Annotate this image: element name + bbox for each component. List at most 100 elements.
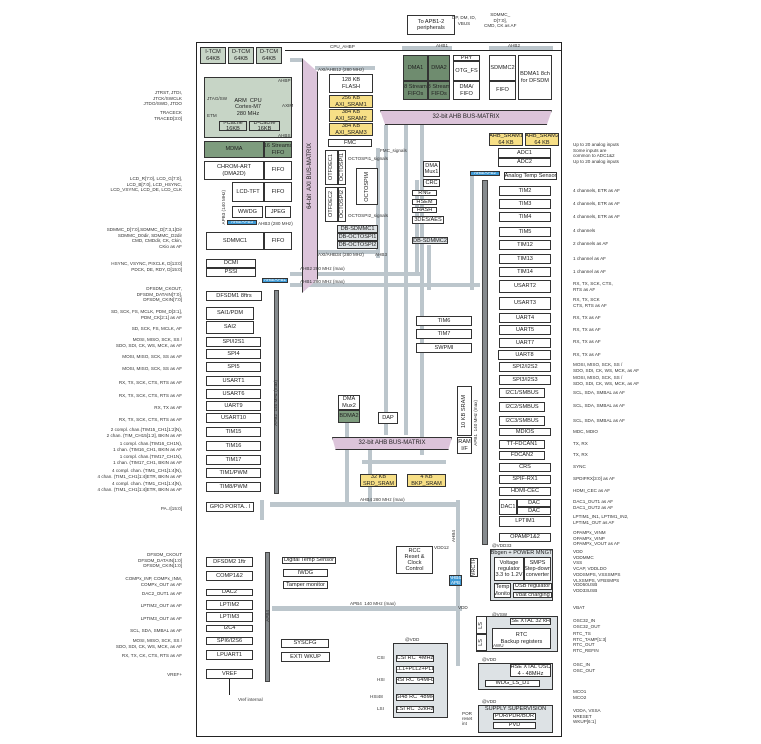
pin-label-i2c1: SCL, SDA, SMBAL as AF: [573, 390, 625, 395]
bus-label-awu: AWU: [493, 643, 504, 648]
block-i2c1: I2C1/SMBUS: [499, 388, 545, 398]
bus-line: [316, 250, 378, 254]
block-csi: CSI RC 4MHz: [396, 655, 434, 662]
bus-label-vsw: @VSW: [492, 612, 508, 617]
block-label: VREF: [222, 670, 237, 677]
block-bdma1: BDMA1 8ch for DFSDM: [518, 55, 552, 100]
block-label: IWDG: [297, 569, 314, 576]
block-label: AHB/APB2: [473, 171, 496, 176]
pin-label-spdif: SPDIFRX[3:0] as AF: [573, 476, 615, 481]
bus-label-hsi: HSI: [377, 677, 385, 682]
block-label: DMA Mux2: [342, 396, 356, 409]
block-label: COMP1&2: [216, 572, 243, 579]
block-label: SPI2/I2S2: [512, 363, 538, 370]
block-tim5: TIM5: [499, 227, 551, 237]
block-label: 4 KB BKP_SRAM: [411, 474, 442, 487]
pin-label-usart2: RX, TX, SCK, CTS, RTS as AF: [573, 281, 613, 292]
block-adc2: ADC2: [498, 158, 551, 167]
block-label: SPI5: [227, 363, 240, 370]
block-usart10: USART10: [206, 413, 261, 423]
block-label: OPAMP1&2: [510, 534, 540, 541]
block-tim2: TIM2: [499, 186, 551, 196]
block-label: UART5: [515, 326, 535, 333]
block-label: AHB4/ APB: [449, 575, 462, 585]
pin-label-hdmi: HDMI_CEC as AF: [573, 488, 611, 493]
bus-line: [290, 272, 420, 276]
block-hsem: HSEM: [412, 199, 437, 205]
block-otg: OTG_FS: [453, 61, 480, 81]
block-label: SPI4: [227, 350, 240, 357]
block-fdcan2: FDCAN2: [499, 451, 545, 460]
block-apb4br: AHB4/ APB: [449, 575, 462, 586]
block-icache: I-Cache 16KB: [219, 121, 247, 131]
bus-label-axiahb12: AXI/AHB12 (280 MHz): [318, 67, 364, 72]
block-label: FDCAN2: [510, 452, 534, 459]
block-dbsdmmc1: DB-SDMMC1: [337, 225, 378, 233]
block-mdmafifo: 16 Streams FIFO: [264, 141, 292, 158]
bus-line: [270, 502, 460, 507]
block-por: POR/PDR/BOR: [493, 713, 536, 720]
block-label: 256 KB AXI_SRAM1: [335, 95, 367, 108]
pin-label-rtc: RTC_TS RTC_TAMP[1:3] RTC_OUT RTC_REFIN: [573, 631, 607, 654]
block-label: PHY: [460, 55, 473, 61]
block-octospim: OCTOSPIM: [356, 168, 378, 205]
block-ahbsram1: AHB_SRAM1 64 KB: [489, 133, 523, 146]
block-label: USART1: [222, 377, 245, 384]
pin-label-i2c3: SCL, SDA, SMBAL as AF: [573, 418, 625, 423]
block-label: MDIOS: [515, 428, 535, 435]
block-hdmi: HDMI-CEC: [499, 487, 551, 496]
block-label: DB-SDMMC2: [413, 238, 447, 244]
pin-label-uart4: RX, TX as AF: [573, 315, 601, 320]
block-label: SPI3/I2S3: [512, 376, 538, 383]
block-label: RNG: [418, 190, 431, 196]
block-label: CSI RC 4MHz: [396, 655, 434, 662]
block-hash: HASH: [412, 207, 437, 213]
block-dma1: DMA1: [403, 55, 428, 81]
block-label: TIM13: [517, 255, 533, 262]
block-lcd: LCD-TFT: [232, 182, 264, 202]
pin-label-fdcan1: TX, RX: [573, 441, 588, 446]
block-label: FIFO: [271, 188, 285, 195]
block-label: Digital Temp Sensor: [284, 557, 334, 564]
pin-label-lpuart1: RX, TX, CK, CTS, RTS as AF: [121, 653, 182, 658]
block-sai2: SAI2: [206, 321, 254, 334]
bus-label-ahb3: AHB3: [375, 252, 388, 257]
block-sdmmc2: SDMMC2: [489, 55, 516, 81]
pin-label-dfsdm1: DFSDM_CKOUT, DFSDM_DATAIN[7:0], DFSDM_CK…: [136, 286, 182, 303]
block-sdmmc1fifo: FIFO: [264, 232, 292, 250]
block-dac1a: DAC: [517, 499, 551, 507]
bus-line: [456, 500, 460, 600]
block-label: AHB/APB3: [230, 220, 253, 225]
block-label: TIM3: [518, 200, 532, 207]
block-uart8: UART8: [498, 350, 551, 360]
block-label: I-Cache 16KB: [223, 121, 243, 131]
bus-label-oct1sig: OCTOSPI1_signals: [348, 156, 389, 161]
pin-label-usart3: RX, TX, SCK CTS, RTS as AF: [573, 297, 607, 308]
bus-label-fmcsig: FMC_signals: [380, 148, 407, 153]
block-label: LPTIM3: [219, 613, 240, 620]
block-label: SUPPLY SUPERVISION: [484, 706, 547, 712]
block-uart7: UART7: [499, 338, 551, 348]
pin-label-tim17: 1 compl. chan.(TIM17_CH1N), 1 chan. (TIM…: [113, 454, 182, 465]
block-label: SWPMI: [434, 344, 454, 351]
pin-label-osc32: OSC32_IN OSC32_OUT: [573, 618, 601, 629]
pin-label-sai1: SD, SCK, FS, MCLK, PDM_D[3:1], PDM_CK[2:…: [111, 309, 182, 320]
bus-label-oct2sig: OCTOSPI2_signals: [348, 213, 389, 218]
block-label: DAC: [528, 507, 540, 514]
block-label: RAM I/F: [458, 439, 471, 452]
bus-line: [415, 180, 419, 276]
block-tempmon: Temp Monitor: [494, 583, 511, 598]
block-octospi2: OCTOSPI2: [338, 187, 346, 222]
block-spi1: SPI/I2S1: [206, 337, 261, 347]
block-label: HDMI-CEC: [511, 488, 539, 495]
pin-label-crs: SYNC: [573, 464, 586, 469]
block-label: 8 Stream FIFOs: [404, 84, 427, 97]
block-tim4: TIM4: [499, 212, 551, 222]
block-label: CRS: [519, 464, 531, 471]
block-label: ARM CPU Cortex-M7 280 MHz: [234, 98, 262, 117]
block-lptim3: LPTIM3: [206, 612, 253, 622]
block-usart2: USART2: [499, 280, 551, 293]
block-label: OTFDEC1: [328, 154, 335, 181]
block-label: 128 KB FLASH: [341, 77, 361, 90]
block-label: DB-OCTOSPI2: [338, 242, 377, 248]
